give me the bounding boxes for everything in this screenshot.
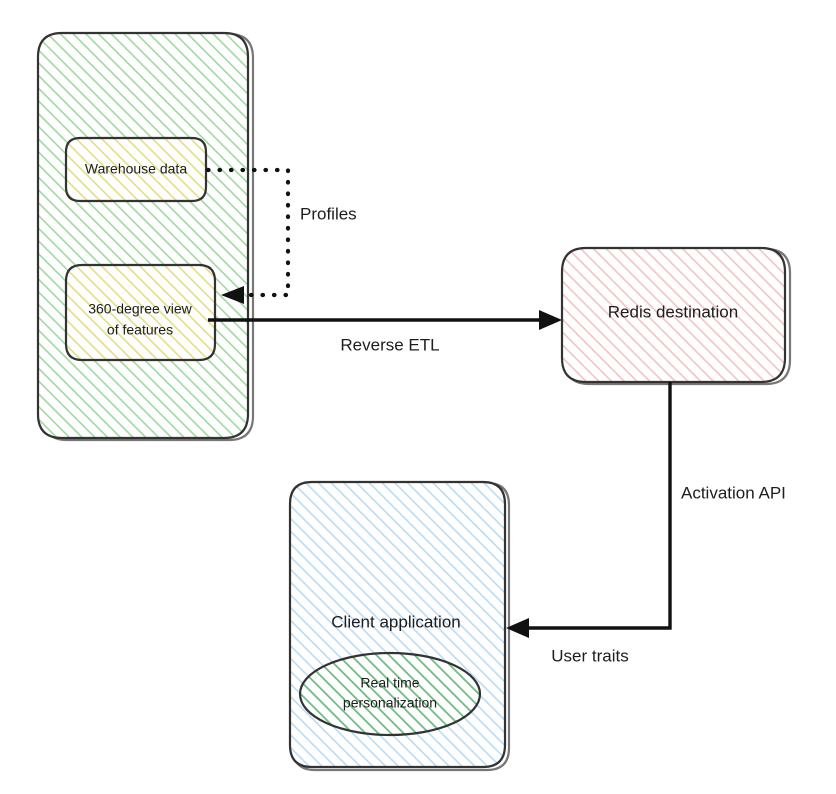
edge-reverse-etl[interactable]: Reverse ETL: [208, 310, 562, 354]
edge-user-traits-label: User traits: [551, 646, 628, 665]
edge-profiles[interactable]: Profiles: [205, 167, 357, 304]
node-real-time-personalization-label-line2: personalization: [343, 695, 437, 711]
node-real-time-personalization-label-line1: Real time: [360, 675, 419, 691]
edge-profiles-label: Profiles: [300, 204, 357, 223]
edge-activation-api-label: Activation API: [681, 483, 786, 502]
node-real-time-personalization[interactable]: Real time personalization: [298, 651, 482, 737]
node-warehouse-container[interactable]: [36, 31, 255, 442]
node-warehouse-data-label: Warehouse data: [85, 161, 187, 177]
node-feature-view-label-line1: 360-degree view: [88, 301, 192, 317]
node-client-application-label: Client application: [331, 612, 460, 631]
node-feature-view[interactable]: 360-degree view of features: [64, 263, 217, 362]
edge-user-traits-arrowhead: [506, 618, 529, 638]
edge-reverse-etl-label: Reverse ETL: [340, 335, 439, 354]
edge-reverse-etl-arrowhead: [539, 310, 562, 330]
node-redis-destination-label: Redis destination: [608, 302, 738, 321]
node-redis-destination[interactable]: Redis destination: [560, 246, 792, 386]
node-warehouse-data[interactable]: Warehouse data: [64, 136, 208, 203]
edge-profiles-arrowhead: [221, 286, 244, 304]
edge-activation-api[interactable]: Activation API User traits: [506, 382, 786, 665]
node-feature-view-label-line2: of features: [107, 322, 173, 338]
